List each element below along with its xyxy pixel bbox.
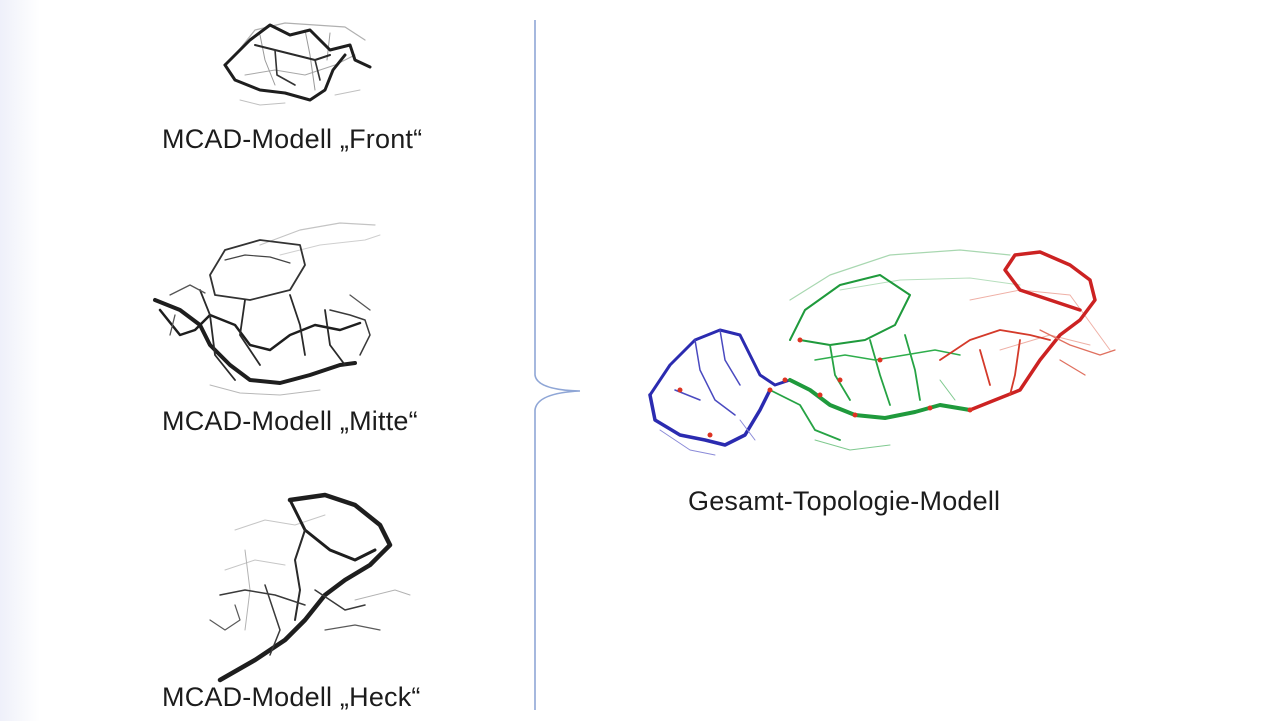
mitte-harness-model-image [153,222,381,396]
front-harness-model-image [223,22,372,106]
left-edge-shading [0,0,40,721]
caption-heck-model: MCAD-Modell „Heck“ [162,682,421,712]
caption-gesamt-model: Gesamt-Topologie-Modell [688,486,1001,516]
caption-mitte-model: MCAD-Modell „Mitte“ [162,406,418,436]
caption-front-model: MCAD-Modell „Front“ [162,124,423,154]
grouping-brace [534,20,581,710]
heck-harness-model-image [209,492,411,683]
gesamt-topology-model-image [648,249,1116,456]
